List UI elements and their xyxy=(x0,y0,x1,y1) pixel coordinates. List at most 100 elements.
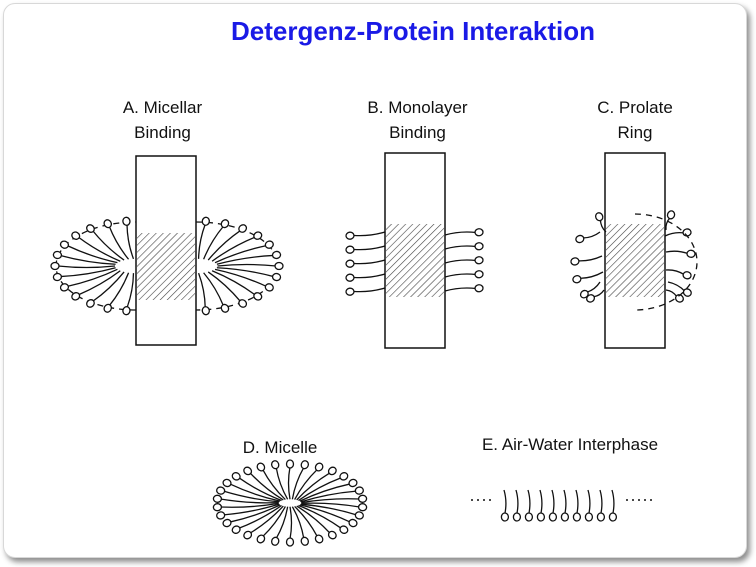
detergent-tail xyxy=(216,254,274,265)
detergent-tail xyxy=(665,289,678,298)
detergent-head xyxy=(327,530,337,540)
detergent-head xyxy=(572,275,582,284)
detergent-head xyxy=(300,536,309,546)
detergent-head xyxy=(86,299,95,308)
detergent-tail xyxy=(289,506,293,540)
detergent-head xyxy=(264,240,274,249)
detergent-head xyxy=(584,512,594,522)
protein-b xyxy=(384,152,446,349)
hydrophobic-region-c xyxy=(606,224,664,297)
detergent-head xyxy=(201,306,210,316)
detergent-tail xyxy=(108,226,130,260)
detergent-head xyxy=(682,271,692,280)
detergent-head xyxy=(345,259,355,268)
detergent-tail xyxy=(220,502,279,508)
detergent-tail xyxy=(249,505,284,534)
detergent-tail xyxy=(444,231,477,236)
interface-dot xyxy=(644,499,646,501)
detergent-tail xyxy=(108,272,130,307)
detergent-tail xyxy=(299,483,351,502)
detergent-tail xyxy=(207,230,241,261)
detergent-head xyxy=(575,234,585,244)
detergent-head xyxy=(674,294,684,303)
interface-dot xyxy=(477,499,479,501)
detergent-head xyxy=(256,534,266,544)
detergent-head xyxy=(50,261,60,271)
detergent-head xyxy=(231,525,241,534)
detergent-head xyxy=(682,288,692,297)
panel-a-line2: Binding xyxy=(134,123,191,142)
detergent-tail xyxy=(275,467,289,500)
micelle-outline xyxy=(634,213,698,311)
detergent-tail xyxy=(665,217,671,231)
detergent-head xyxy=(212,503,223,512)
detergent-tail xyxy=(275,506,289,539)
detergent-head xyxy=(314,534,324,544)
detergent-tail xyxy=(298,504,342,529)
detergent-tail xyxy=(515,489,519,515)
detergent-tail xyxy=(352,231,386,237)
detergent-tail xyxy=(579,271,604,280)
detergent-tail xyxy=(214,244,267,264)
detergent-tail xyxy=(238,504,282,529)
detergent-head xyxy=(354,511,364,520)
detergent-head xyxy=(339,525,349,534)
panel-c-label: C. Prolate Ring xyxy=(575,95,695,145)
detergent-head xyxy=(222,518,232,528)
detergent-tail xyxy=(352,259,386,265)
detergent-tail xyxy=(67,268,118,288)
detergent-tail xyxy=(352,273,386,279)
panel-b-line2: Binding xyxy=(389,123,446,142)
detergent-head xyxy=(579,289,589,299)
detergent-head xyxy=(586,294,596,303)
detergent-tail xyxy=(217,263,277,267)
detergent-head xyxy=(216,486,226,495)
interface-dot xyxy=(471,499,473,501)
detergent-tail xyxy=(665,250,689,255)
detergent-tail xyxy=(60,267,116,278)
detergent-head xyxy=(271,250,282,260)
detergent-tail xyxy=(57,265,116,269)
detergent-head xyxy=(231,472,241,481)
detergent-head xyxy=(220,219,230,229)
detergent-tail xyxy=(126,224,135,260)
detergent-head xyxy=(345,273,355,282)
detergent-head xyxy=(524,512,534,522)
detergent-tail xyxy=(60,254,116,265)
detergent-head xyxy=(271,536,280,546)
detergent-tail xyxy=(229,483,281,502)
detergent-head xyxy=(357,494,368,503)
detergent-head xyxy=(256,462,266,472)
panel-d-label: D. Micelle xyxy=(242,438,318,457)
panel-b-line1: B. Monolayer xyxy=(367,98,468,117)
detergent-tail xyxy=(216,267,274,278)
detergent-tail xyxy=(223,503,280,516)
detergent-tail xyxy=(444,245,477,250)
interface-dot xyxy=(483,499,485,501)
detergent-head xyxy=(103,219,113,229)
detergent-tail xyxy=(300,503,357,516)
detergent-tail xyxy=(214,268,267,288)
detergent-head xyxy=(238,299,248,308)
detergent-head xyxy=(500,512,510,522)
detergent-head xyxy=(238,224,248,233)
detergent-tail xyxy=(587,489,591,515)
detergent-tail xyxy=(444,287,477,292)
detergent-tail xyxy=(238,477,282,502)
detergent-head xyxy=(474,228,484,237)
detergent-tail xyxy=(211,270,256,296)
detergent-tail xyxy=(352,287,386,293)
hydrophobic-region-b xyxy=(386,224,444,297)
detergent-tail xyxy=(577,255,603,262)
interface-dot xyxy=(626,499,628,501)
detergent-head xyxy=(314,462,324,472)
detergent-head xyxy=(216,511,226,520)
detergent-tail xyxy=(667,281,686,292)
detergent-head xyxy=(264,283,274,292)
detergent-head xyxy=(253,292,263,301)
detergent-head xyxy=(348,518,358,528)
panel-a-label: A. Micellar Binding xyxy=(100,95,225,145)
slide-title: Detergenz-Protein Interaktion xyxy=(230,16,596,46)
detergent-head xyxy=(512,512,522,522)
